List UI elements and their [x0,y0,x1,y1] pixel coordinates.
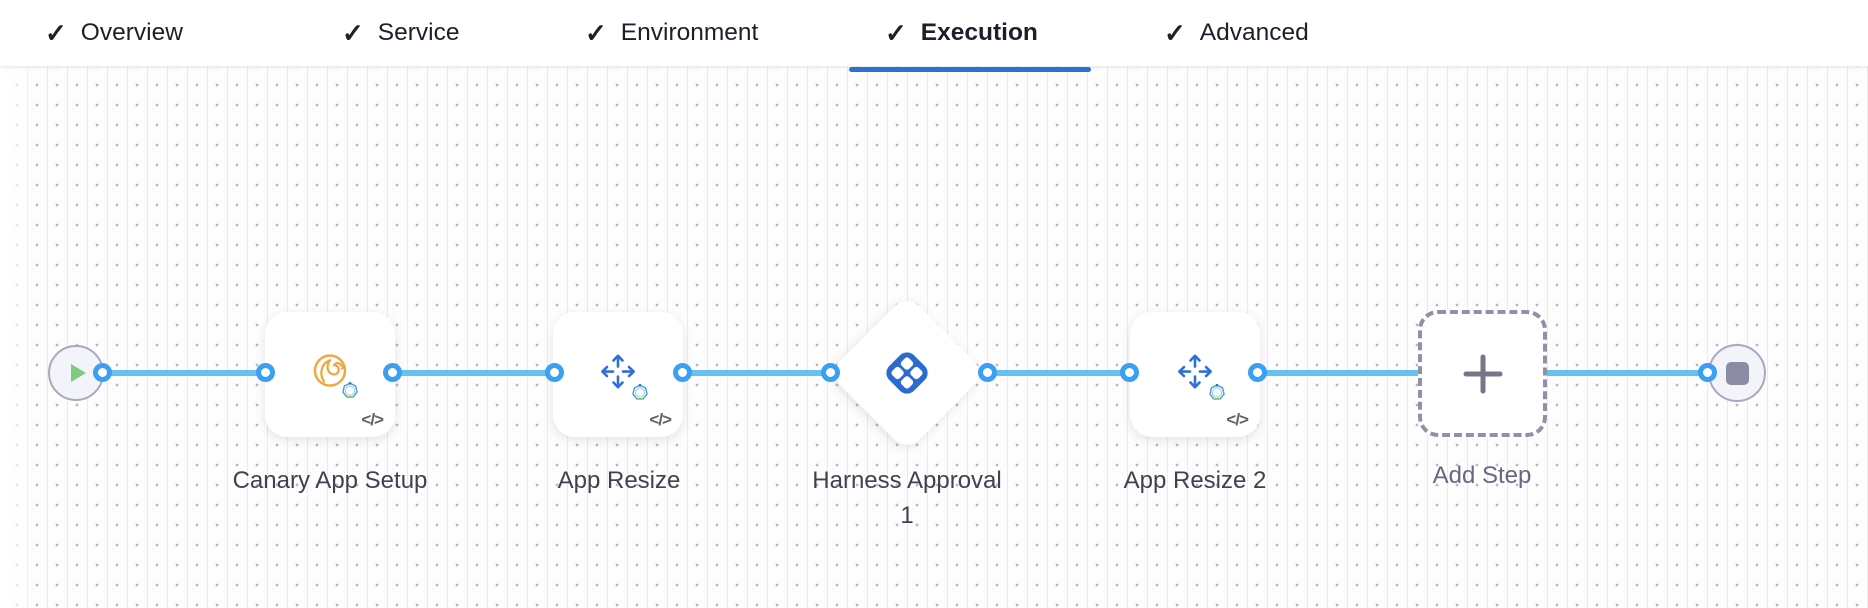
step-label-canary-app-setup: Canary App Setup [232,467,428,494]
canary-bird-icon [313,353,347,387]
tab-overview[interactable]: ✓ Overview [45,0,183,66]
connector-ring[interactable] [93,363,112,382]
connector-ring[interactable] [1248,363,1267,382]
connector-ring[interactable] [673,363,692,382]
check-icon: ✓ [342,18,364,48]
step-harness-approval[interactable] [827,293,987,453]
connector-ring[interactable] [1698,363,1717,382]
connector-ring[interactable] [545,363,564,382]
tab-label: Overview [80,19,183,46]
hexagon-badge-icon [631,382,649,405]
tab-label: Environment [620,19,759,46]
stop-icon [1725,361,1749,385]
setup-tab-bar: ✓ Overview ✓ Service ✓ Environment ✓ Exe… [0,0,1868,66]
tab-advanced[interactable]: ✓ Advanced [1164,0,1309,66]
active-tab-underline [849,67,1091,72]
connector-ring[interactable] [1120,363,1139,382]
check-icon: ✓ [885,18,907,48]
harness-logo-icon [886,352,928,394]
resize-arrows-icon [1178,354,1212,389]
pipeline-start-node[interactable] [48,345,104,401]
connector-ring[interactable] [383,363,402,382]
tab-label: Advanced [1199,19,1309,46]
code-template-icon: </> [361,410,384,429]
connector-ring[interactable] [256,363,275,382]
code-template-icon: </> [1226,410,1249,429]
step-app-resize-2[interactable]: </> [1130,312,1260,437]
step-label-app-resize-2: App Resize 2 [1123,467,1267,494]
code-template-icon: </> [649,410,672,429]
hexagon-badge-icon [341,380,359,403]
tab-execution[interactable]: ✓ Execution [885,0,1038,66]
play-icon [70,364,86,382]
plus-icon [1463,354,1502,393]
step-canary-app-setup[interactable]: </> [265,312,395,437]
check-icon: ✓ [1164,18,1186,48]
hexagon-badge-icon [1208,382,1226,405]
step-label-harness-approval: Harness Approval 1 [812,467,1002,529]
check-icon: ✓ [45,18,67,48]
canvas-left-fade [0,66,36,608]
tab-label: Execution [920,19,1038,46]
tab-environment[interactable]: ✓ Environment [585,0,758,66]
resize-arrows-icon [601,354,635,389]
step-label-app-resize: App Resize [557,467,681,494]
connector-ring[interactable] [821,363,840,382]
pipeline-end-node[interactable] [1708,344,1766,402]
connector-ring[interactable] [978,363,997,382]
step-label-add-step: Add Step [1432,462,1532,489]
check-icon: ✓ [585,18,607,48]
pipeline-canvas[interactable]: </> </> [0,66,1868,608]
tab-label: Service [377,19,460,46]
tab-service[interactable]: ✓ Service [342,0,460,66]
add-step-button[interactable] [1418,310,1547,437]
step-app-resize[interactable]: </> [553,312,683,437]
